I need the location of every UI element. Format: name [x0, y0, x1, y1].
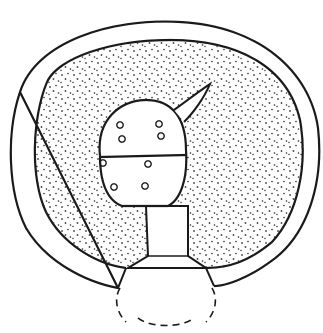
wall-gap-left — [118, 268, 126, 288]
wall-gap-right — [206, 268, 214, 286]
dashed-outgrowth — [117, 288, 216, 326]
